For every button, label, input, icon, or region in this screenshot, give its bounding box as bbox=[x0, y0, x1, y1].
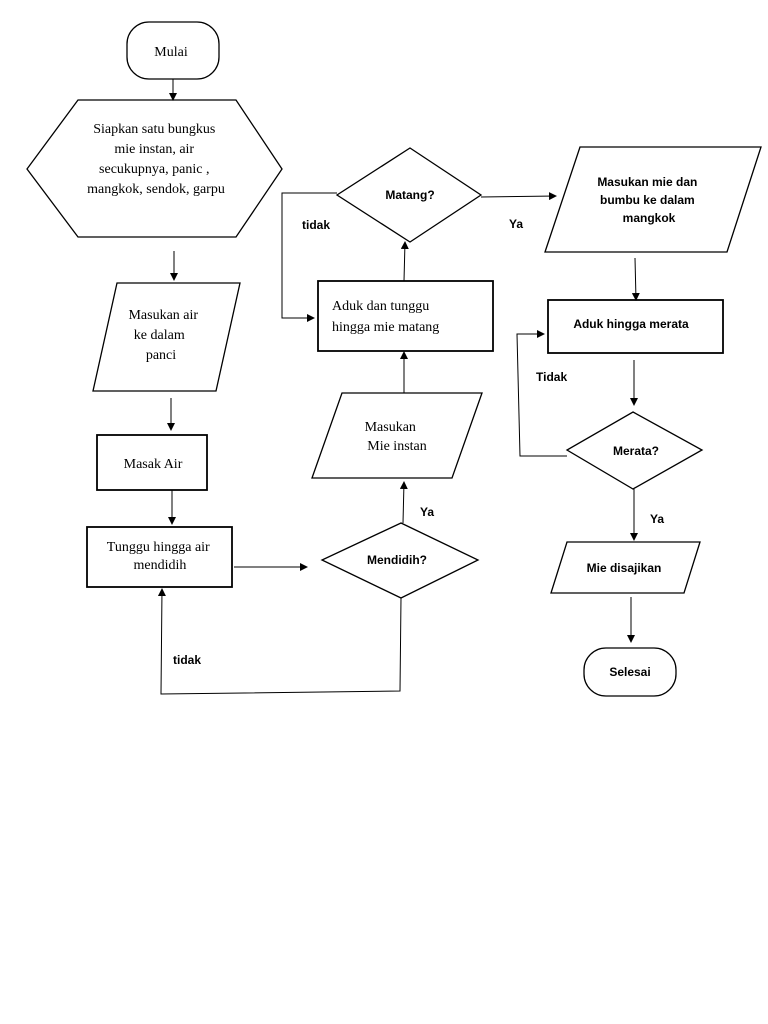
stir-wait-process bbox=[317, 280, 494, 352]
end-terminator bbox=[583, 647, 677, 697]
serve-parallelogram bbox=[550, 541, 701, 594]
boil-label: Masak Air bbox=[124, 457, 183, 472]
no-cooked-label: tidak bbox=[302, 218, 330, 232]
prepare-hexagon bbox=[26, 99, 283, 238]
serve-label: Mie disajikan bbox=[587, 561, 662, 575]
arrow-boiling-no-loop bbox=[157, 588, 402, 695]
wait-boil-process bbox=[86, 526, 233, 588]
yes-cooked-label: Ya bbox=[509, 217, 523, 231]
add-noodle-label: Masukan Mie instan bbox=[365, 420, 427, 454]
arrow-cooked-yes-right bbox=[480, 192, 557, 201]
end-label: Selesai bbox=[609, 665, 650, 679]
add-noodle-parallelogram bbox=[311, 392, 483, 479]
even-decision bbox=[565, 411, 704, 490]
yes-even-label: Ya bbox=[650, 512, 664, 526]
pour-water-parallelogram bbox=[92, 282, 241, 392]
boil-process bbox=[96, 434, 208, 491]
pour-water-label: Masukan air ke dalam panci bbox=[128, 308, 201, 363]
arrow-stir-to-cooked-q bbox=[400, 241, 409, 282]
arrow-bowl-to-stir-even bbox=[631, 257, 640, 301]
stir-even-process bbox=[547, 299, 724, 354]
arrow-cooked-no-loop bbox=[281, 192, 337, 322]
start-label: Mulai bbox=[154, 45, 188, 60]
wait-boil-label: Tunggu hingga air mendidih bbox=[107, 540, 213, 573]
yes-boil-label: Ya bbox=[420, 505, 434, 519]
no-even-label: Tidak bbox=[536, 370, 567, 384]
cooked-q-label: Matang? bbox=[385, 188, 434, 202]
stir-wait-label: Aduk dan tunggu hingga mie matang bbox=[332, 299, 439, 335]
even-q-label: Merata? bbox=[613, 444, 659, 458]
boiling-q-label: Mendidih? bbox=[367, 553, 427, 567]
cooked-decision bbox=[335, 147, 483, 243]
to-bowl-parallelogram bbox=[544, 146, 762, 253]
stir-even-label: Aduk hingga merata bbox=[573, 317, 689, 331]
arrow-boiling-yes-up bbox=[399, 481, 408, 524]
arrow-even-no-loop bbox=[516, 330, 567, 457]
prepare-label: Siapkan satu bungkus mie instan, air sec… bbox=[87, 122, 225, 197]
to-bowl-label: Masukan mie dan bumbu ke dalam mangkok bbox=[597, 175, 700, 225]
no-boil-label: tidak bbox=[173, 653, 201, 667]
